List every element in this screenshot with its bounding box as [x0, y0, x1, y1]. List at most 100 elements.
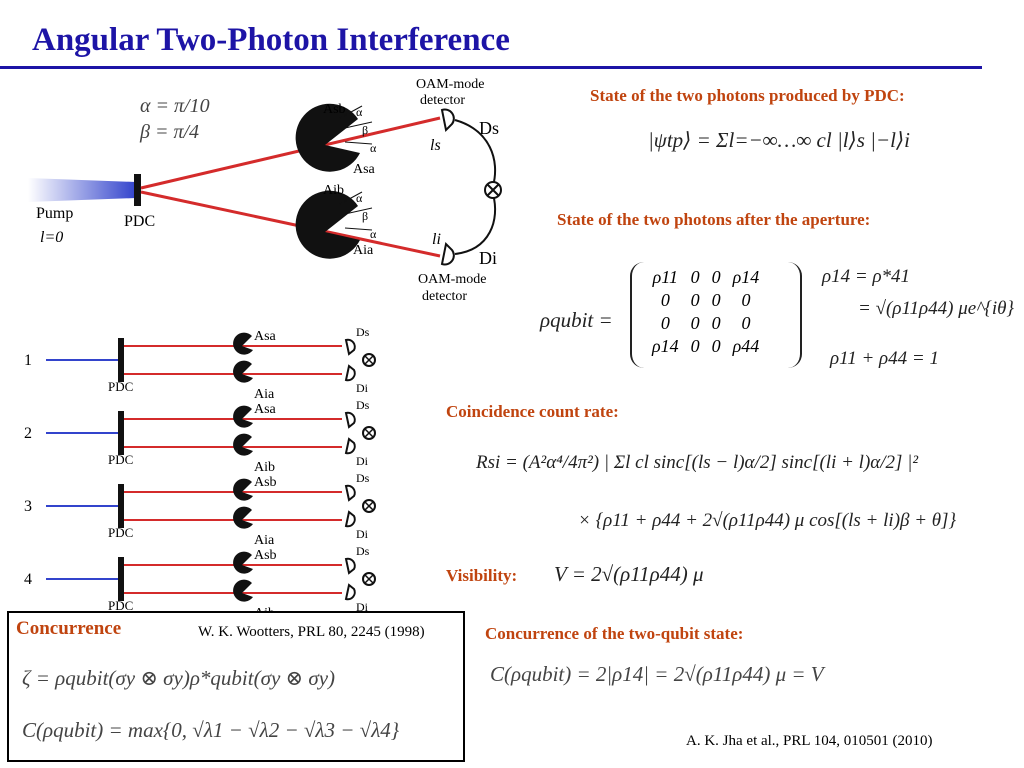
config-top-aperture-label: Asa	[254, 329, 277, 344]
matrix-cell: 0	[690, 336, 700, 356]
config-number: 3	[24, 498, 32, 515]
pump-l-label: l=0	[40, 229, 63, 246]
concurrence-box-title: Concurrence	[16, 618, 122, 639]
rho-sum: ρ11 + ρ44 = 1	[830, 348, 939, 369]
config-bottom-aperture-label: Aia	[254, 533, 275, 548]
config-pdc-crystal	[118, 484, 124, 528]
config-coincidence-cross	[364, 428, 374, 438]
alpha-value: α = π/10	[140, 95, 210, 117]
config-number: 2	[24, 425, 32, 442]
config-detector-i-icon	[344, 364, 356, 382]
concurrence-max-equation: C(ρqubit) = max{0, √λ1 − √λ2 − √λ3 − √λ4…	[22, 718, 400, 742]
matrix-cell: 0	[741, 313, 751, 333]
config-idler-aperture	[233, 506, 253, 529]
config-ds-label: Ds	[356, 544, 370, 558]
config-detector-i-icon	[344, 510, 356, 528]
config-signal-aperture	[233, 405, 253, 428]
detector-i-label: Di	[479, 248, 497, 268]
pump-beam	[28, 178, 136, 202]
config-number: 1	[24, 352, 32, 369]
config-signal-aperture	[233, 551, 253, 574]
coincidence-header: Coincidence count rate:	[446, 402, 619, 421]
config-di-label: Di	[356, 454, 369, 468]
matrix-cell: 0	[660, 290, 670, 310]
config-coincidence-cross	[364, 574, 374, 584]
config-detector-i-icon	[344, 583, 356, 601]
config-idler-aperture	[233, 433, 253, 456]
config-pdc-crystal	[118, 338, 124, 382]
jha-reference: A. K. Jha et al., PRL 104, 010501 (2010)	[686, 733, 933, 749]
alpha-label-4: α	[370, 227, 377, 241]
config-pdc-label: PDC	[108, 452, 133, 467]
matrix-cell: 0	[711, 313, 721, 333]
state-pdc-header: State of the two photons produced by PDC…	[590, 86, 905, 105]
config-top-aperture-label: Asb	[254, 548, 277, 563]
config-top-aperture-label: Asb	[254, 475, 277, 490]
config-top-aperture-label: Asa	[254, 402, 277, 417]
configurations-diagram: 1PDCAsaAiaDsDi2PDCAsaAibDsDi3PDCAsbAiaDs…	[24, 325, 376, 612]
config-signal-aperture	[233, 478, 253, 501]
matrix-cell: 0	[711, 336, 721, 356]
zeta-equation: ζ = ρqubit(σy ⊗ σy)ρ*qubit(σy ⊗ σy)	[22, 666, 336, 690]
concurrence-two-header: Concurrence of the two-qubit state:	[485, 624, 744, 643]
config-bottom-aperture-label: Aia	[254, 387, 275, 402]
config-di-label: Di	[356, 527, 369, 541]
matrix-cell: ρ44	[732, 336, 760, 356]
config-bottom-aperture-label: Aib	[254, 606, 275, 612]
aperture-sa-label: Asa	[353, 162, 376, 177]
matrix-cell: ρ11	[652, 267, 678, 287]
config-pdc-crystal	[118, 557, 124, 601]
config-ds-label: Ds	[356, 325, 370, 339]
coincidence-equation: Rsi = (A²α⁴/4π²) | Σl cl sinc[(ls − l)α/…	[476, 452, 919, 473]
title-rule	[0, 66, 982, 69]
slide-title: Angular Two-Photon Interference	[32, 22, 510, 58]
detector-s-label: Ds	[479, 118, 499, 138]
matrix-cell: ρ14	[732, 267, 760, 287]
signal-aperture	[295, 103, 360, 172]
config-signal-aperture	[233, 332, 253, 355]
matrix-cell: ρ14	[652, 336, 679, 356]
beta-value: β = π/4	[139, 121, 199, 143]
signal-beam	[140, 116, 441, 190]
beta-label-2: β	[362, 209, 368, 223]
visibility-equation: V = 2√(ρ11ρ44) μ	[554, 562, 704, 586]
visibility-header: Visibility:	[446, 566, 518, 585]
config-detector-s-icon	[344, 338, 356, 356]
config-pdc-label: PDC	[108, 379, 133, 394]
config-pdc-crystal	[118, 411, 124, 455]
detector-i-icon	[440, 241, 455, 266]
config-detector-s-icon	[344, 557, 356, 575]
matrix-cell: 0	[711, 290, 721, 310]
idler-beam	[140, 190, 441, 258]
ls-label: ls	[430, 137, 441, 154]
matrix-cell: 0	[711, 267, 721, 287]
config-detector-s-icon	[344, 484, 356, 502]
config-ds-label: Ds	[356, 471, 370, 485]
oam-detector-top-2: detector	[420, 93, 465, 108]
config-number: 4	[24, 571, 32, 588]
config-detector-i-icon	[344, 437, 356, 455]
aperture-sb-label: Asb	[323, 102, 346, 117]
config-idler-aperture	[233, 579, 253, 602]
rho-qubit-lhs: ρqubit =	[540, 308, 613, 332]
pdc-label: PDC	[124, 213, 155, 230]
config-idler-aperture	[233, 360, 253, 383]
state-pdc-equation: |ψtp⟩ = Σl=−∞…∞ cl |l⟩s |−l⟩i	[648, 128, 910, 152]
coincidence-equation-2: × {ρ11 + ρ44 + 2√(ρ11ρ44) μ cos[(ls + li…	[578, 510, 957, 531]
oam-detector-bottom-1: OAM-mode	[418, 272, 486, 287]
matrix-cell: 0	[690, 290, 700, 310]
pdc-crystal	[134, 174, 141, 206]
rho14-relation-a: ρ14 = ρ*41	[822, 266, 911, 287]
detector-s-icon	[440, 108, 455, 133]
matrix-cell: 0	[660, 313, 670, 333]
alpha-label-1: α	[356, 105, 363, 119]
concurrence-two-equation: C(ρqubit) = 2|ρ14| = 2√(ρ11ρ44) μ = V	[490, 662, 824, 686]
idler-aperture	[295, 190, 360, 259]
li-label: li	[432, 231, 441, 248]
